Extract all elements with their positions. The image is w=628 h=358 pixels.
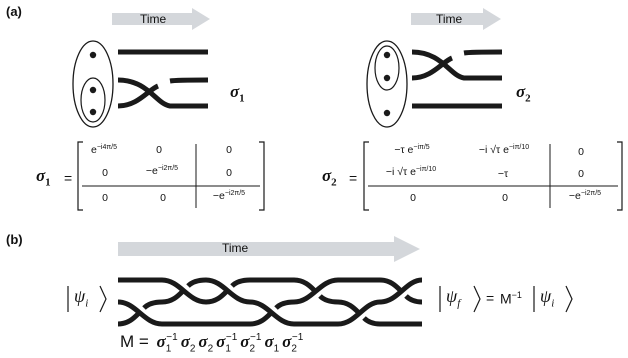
m-formula-term: σ2−1 [282, 332, 304, 355]
matrix1-r1c0: 0 [102, 167, 108, 179]
m-formula-term: σ1−1 [156, 332, 178, 355]
braid-sigma1 [118, 49, 208, 109]
sigma1-label: σ1 [230, 82, 245, 105]
matrix2-r2c1: 0 [502, 192, 508, 204]
final-ket-brackets [439, 285, 481, 313]
m-formula-term: σ2 [180, 332, 196, 355]
m-formula-term: σ2 [198, 332, 214, 355]
m-formula-lhs: M = [120, 332, 149, 351]
time-label-b: Time [222, 241, 249, 255]
matrix2-brackets [363, 141, 623, 211]
time-arrow-a1 [112, 8, 210, 30]
m-formula-term: σ1−1 [216, 332, 238, 355]
matrix1-r0c2: 0 [226, 144, 232, 156]
m-inverse: M−1 [500, 290, 522, 307]
final-state-psi-i: ψi [540, 286, 555, 310]
anyon-group-1 [72, 40, 114, 128]
m-formula-term: σ2−1 [240, 332, 262, 355]
braid-sigma2 [412, 49, 502, 109]
matrix2-r0c1: −i √τ e−iπ/10 [478, 144, 530, 156]
anyon-group-2 [366, 40, 408, 128]
time-arrow-a2 [411, 8, 501, 30]
panel-a-label: (a) [6, 4, 22, 19]
matrix2-r1c0: −i √τ e−iπ/10 [385, 166, 437, 178]
panel-b-label: (b) [6, 232, 23, 247]
matrix2-lhs: σ2 [322, 166, 337, 189]
initial-state: ψi [74, 286, 89, 310]
matrix2-r0c2: 0 [578, 146, 584, 158]
matrix2-equals: = [349, 170, 358, 186]
time-arrow-b [118, 236, 420, 262]
matrix1-equals: = [64, 170, 73, 186]
matrix2-r1c1: −τ [497, 168, 509, 180]
time-label-a2: Time [436, 12, 463, 26]
matrix1-brackets [77, 141, 265, 211]
matrix2-r1c2: 0 [578, 168, 584, 180]
final-equals: = [486, 290, 495, 306]
final-state: ψf [446, 286, 461, 310]
matrix1-r2c2: −e−i2π/5 [212, 190, 246, 202]
time-label-a1: Time [140, 12, 167, 26]
sigma2-label: σ2 [516, 82, 531, 105]
matrix2-r2c2: −e−i2π/5 [568, 190, 602, 202]
matrix1-r2c1: 0 [160, 192, 166, 204]
matrix2-r0c0: −τ e−iπ/5 [394, 144, 430, 156]
matrix2-r2c0: 0 [410, 192, 416, 204]
matrix1-r1c1: −e−i2π/5 [145, 165, 179, 177]
matrix1-r2c0: 0 [102, 192, 108, 204]
final-ket2-brackets [533, 285, 573, 313]
matrix1-r1c2: 0 [226, 167, 232, 179]
m-formula-term: σ1 [264, 332, 280, 355]
matrix1-lhs: σ1 [36, 166, 51, 189]
braid-sequence [118, 277, 422, 327]
initial-ket-brackets [67, 285, 107, 313]
matrix1-r0c0: e−i4π/5 [90, 144, 118, 156]
matrix1-r0c1: 0 [156, 144, 162, 156]
